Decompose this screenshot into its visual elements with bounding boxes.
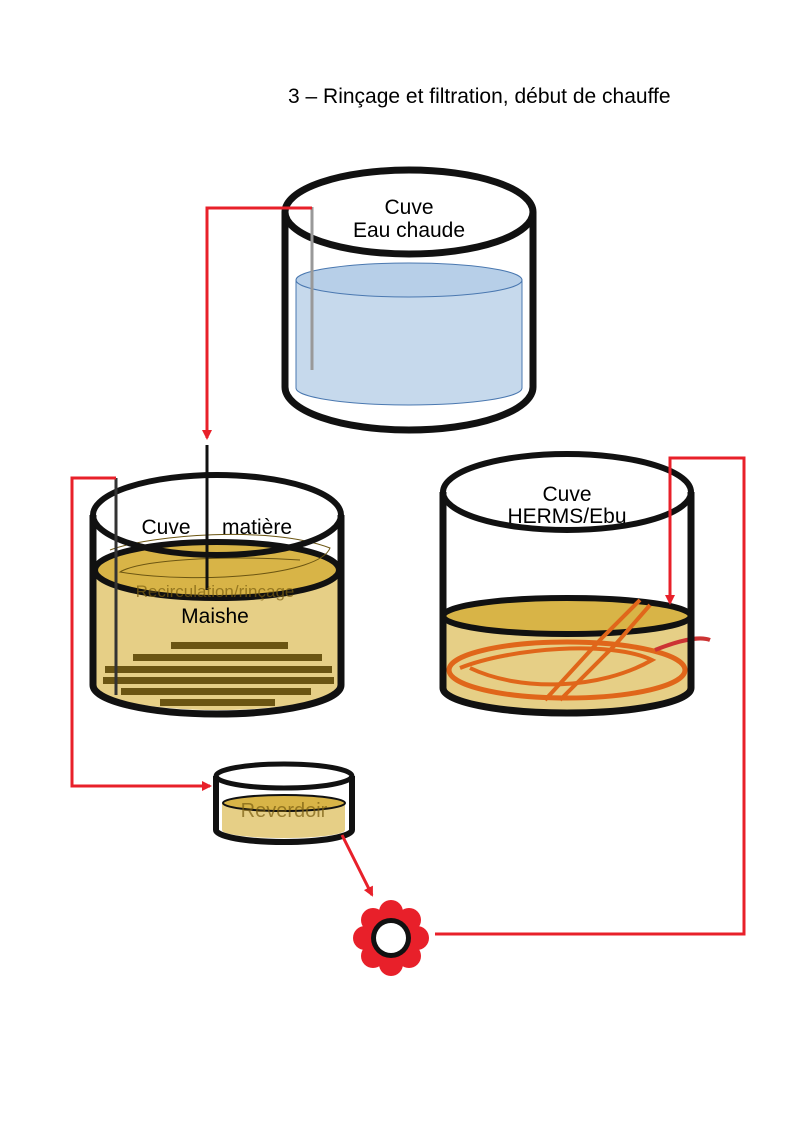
herms-coil-riser <box>543 598 652 702</box>
mash-tun-rim <box>90 472 344 558</box>
red-piping <box>70 206 746 936</box>
herms-coil-loop <box>459 646 657 687</box>
hot-water-tank-rim <box>281 166 537 258</box>
herms-wort <box>443 612 691 710</box>
herms-tank: Cuve HERMS/Ebu <box>439 451 711 717</box>
grant-label: Reverdoir <box>241 800 328 822</box>
hot-water-label-2: Eau chaude <box>353 219 465 242</box>
herms-label-1: Cuve <box>542 483 591 506</box>
mash-overlay-label: Recirculation/rinçage <box>136 582 295 601</box>
hot-water-liquid <box>295 279 523 406</box>
grain-bar <box>103 677 334 684</box>
mash-content-label: Maishe <box>181 605 249 628</box>
pipe-grant-to-pump <box>340 834 374 897</box>
mash-tun-label-1: Cuve <box>141 516 190 539</box>
herms-tank-wall <box>439 492 695 717</box>
pipe-mash-to-grant <box>70 476 212 791</box>
grant-rim <box>213 761 355 791</box>
grant-liquid <box>222 803 345 839</box>
grant-vessel: Reverdoir <box>213 761 355 845</box>
grain-bar <box>105 666 332 673</box>
page-title: 3 – Rinçage et filtration, début de chau… <box>288 85 671 108</box>
herms-wort-surface <box>440 595 694 637</box>
grain-bar <box>121 688 311 695</box>
mash-wort <box>95 565 340 711</box>
grant-wall <box>213 776 355 845</box>
herms-coil <box>446 639 688 701</box>
hot-water-label-1: Cuve <box>384 196 433 219</box>
mash-tun-wall <box>89 515 345 718</box>
hot-water-tank-wall <box>281 212 537 434</box>
pipe-hotwater-to-mash <box>202 206 312 440</box>
hot-water-tank: Cuve Eau chaude <box>281 166 537 434</box>
grain-bar <box>171 642 288 649</box>
herms-tank-rim <box>440 451 694 533</box>
herms-label-2: HERMS/Ebu <box>507 505 626 528</box>
pipe-pump-to-herms <box>435 456 746 936</box>
mash-tun-label-2: matière <box>222 516 292 539</box>
grain-bar <box>133 654 322 661</box>
grant-surface <box>222 794 346 812</box>
hot-water-surface <box>295 262 523 298</box>
pump-icon <box>353 900 429 976</box>
mash-tun: Cuve matière Recirculation/rinçage Maish… <box>89 445 345 718</box>
grain-bar <box>160 699 275 706</box>
